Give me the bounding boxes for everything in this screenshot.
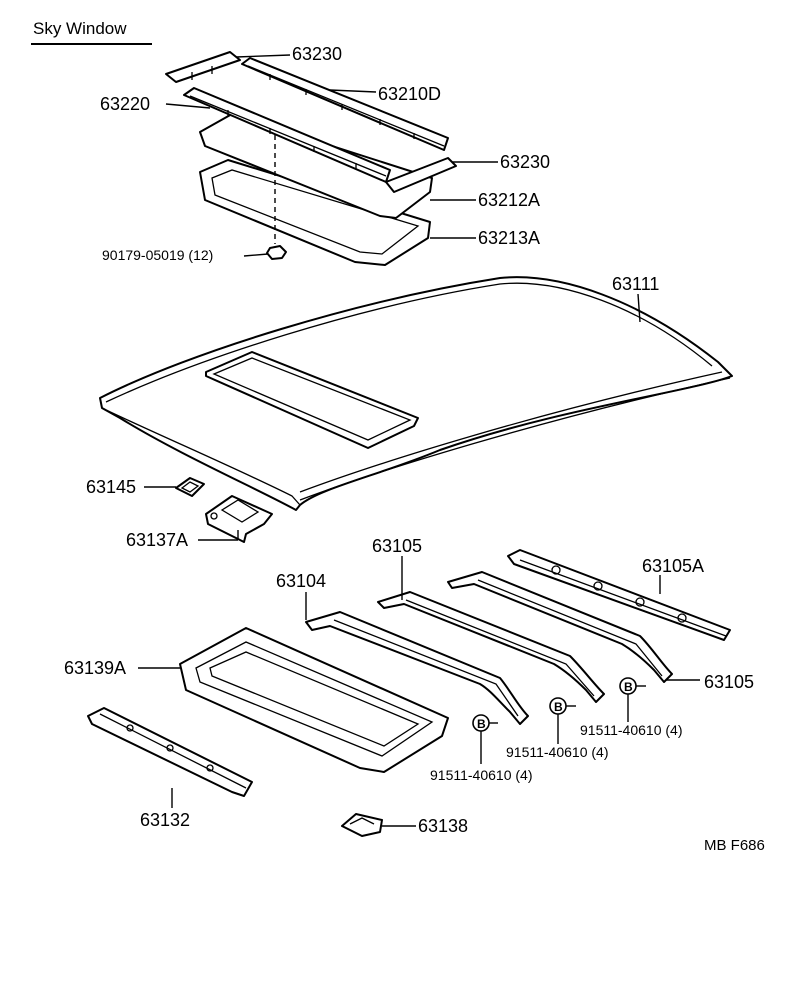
diagram-title: Sky Window — [33, 19, 127, 38]
label-90179: 90179-05019 (12) — [102, 247, 213, 263]
label-63230-top: 63230 — [292, 44, 342, 64]
label-91511-a: 91511-40610 (4) — [430, 767, 532, 783]
part-63230-cap-mid — [385, 157, 457, 193]
label-63213a: 63213A — [478, 228, 540, 248]
part-63104-reinforcement — [305, 611, 529, 725]
label-63138: 63138 — [418, 816, 468, 836]
label-63105a: 63105A — [642, 556, 704, 576]
part-63111-roof-panel — [99, 276, 733, 511]
label-63220: 63220 — [100, 94, 150, 114]
label-63137a: 63137A — [126, 530, 188, 550]
svg-text:B: B — [624, 680, 633, 694]
label-63145: 63145 — [86, 477, 136, 497]
label-63230-mid: 63230 — [500, 152, 550, 172]
label-63210d: 63210D — [378, 84, 441, 104]
part-63132-header — [87, 707, 253, 797]
part-63105-reinforcement-mid — [377, 591, 605, 703]
nut-icon — [266, 245, 287, 260]
label-63212a: 63212A — [478, 190, 540, 210]
label-63139a: 63139A — [64, 658, 126, 678]
part-63213a-frame — [199, 159, 431, 266]
label-91511-b: 91511-40610 (4) — [506, 744, 608, 760]
label-63105-right: 63105 — [704, 672, 754, 692]
part-63139a-housing — [179, 627, 449, 773]
svg-text:B: B — [554, 700, 563, 714]
part-63137a-bracket — [205, 495, 273, 543]
bolt-marker-b: B — [549, 697, 576, 744]
svg-text:B: B — [477, 717, 486, 731]
part-63145-bracket — [175, 477, 205, 497]
leader-lines — [138, 54, 700, 827]
part-63230-cap-top — [165, 51, 241, 83]
label-91511-c: 91511-40610 (4) — [580, 722, 682, 738]
sky-window-assembly — [165, 51, 457, 266]
part-63220-strip — [183, 87, 391, 183]
part-63210d-strip — [241, 57, 449, 151]
figure-code: MB F686 — [704, 837, 765, 854]
bolt-marker-a: B — [472, 714, 498, 764]
part-63138-clip — [341, 813, 383, 837]
part-63105a-header — [507, 549, 731, 641]
part-63105-reinforcement-rear — [447, 571, 673, 683]
label-63132: 63132 — [140, 810, 190, 830]
label-63105-top: 63105 — [372, 536, 422, 556]
label-63104: 63104 — [276, 571, 326, 591]
label-63111: 63111 — [612, 274, 659, 294]
bolt-marker-c: B — [619, 677, 646, 722]
